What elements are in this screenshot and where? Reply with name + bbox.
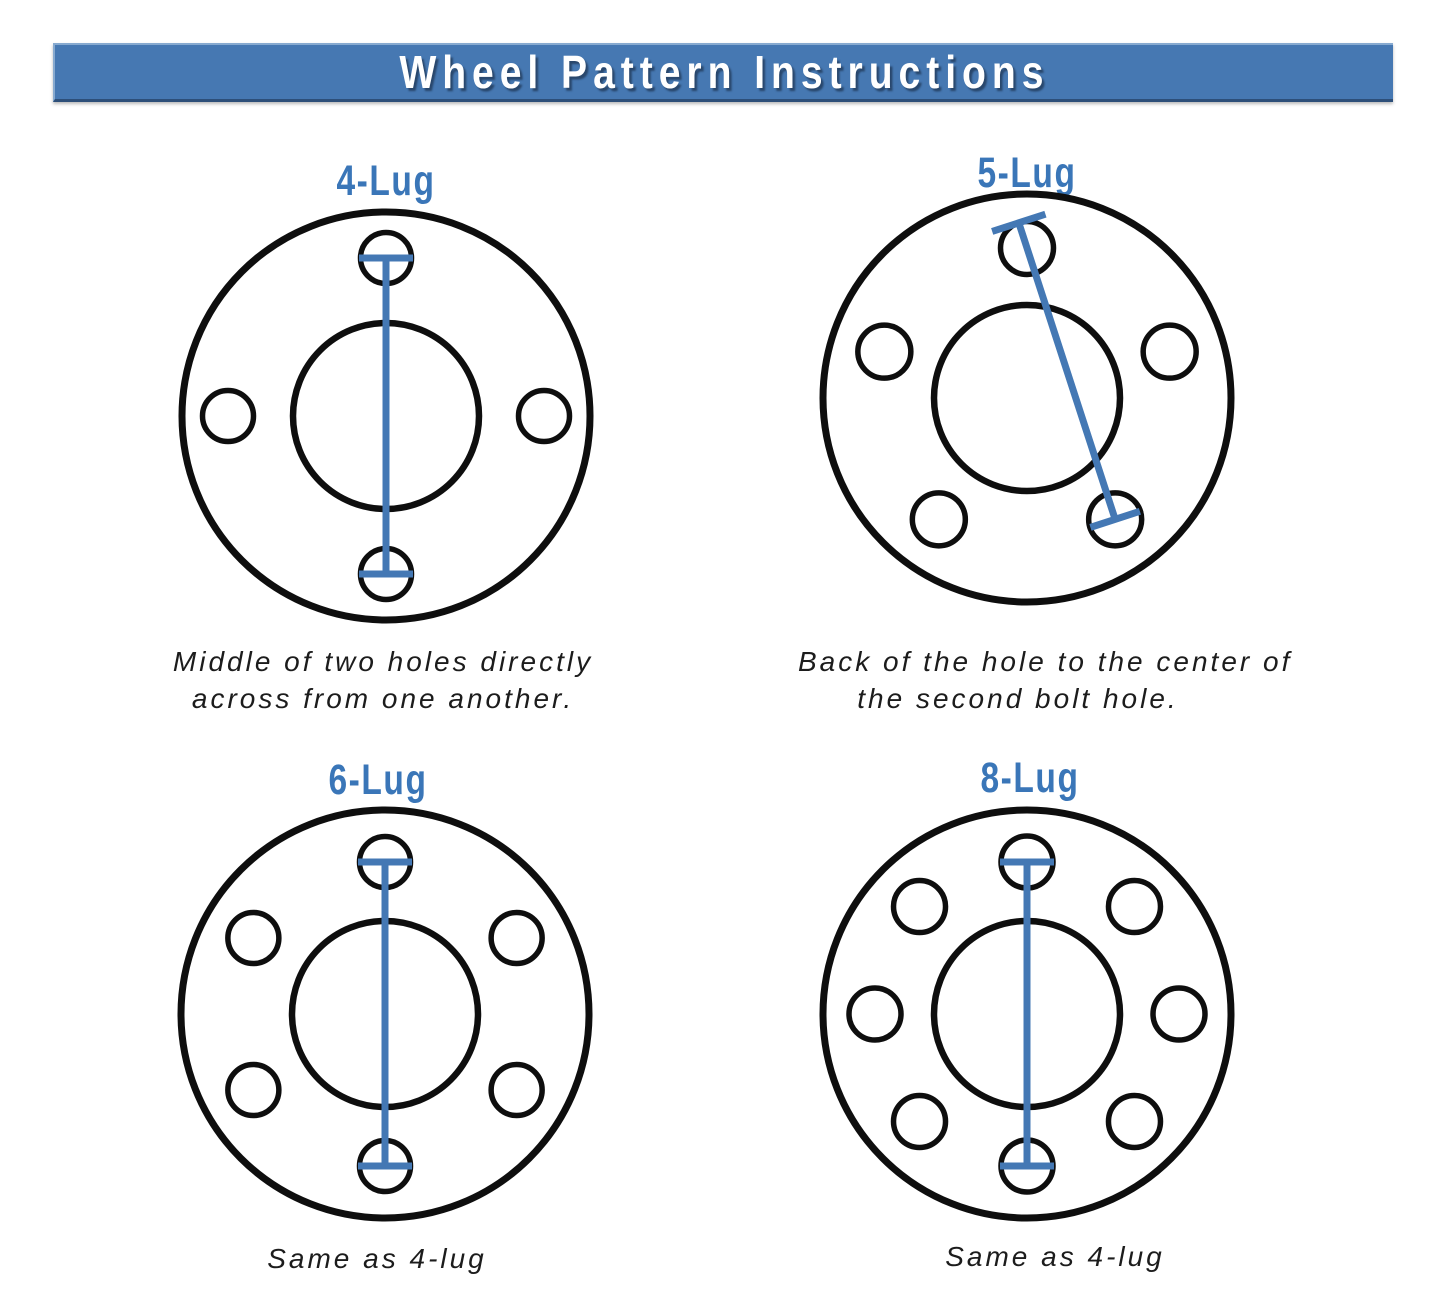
- wheel-outer-circle: [819, 190, 1235, 606]
- wheel-diagram-5-lug: [819, 190, 1235, 606]
- bolt-hole: [225, 909, 282, 967]
- bolt-hole: [890, 1092, 949, 1151]
- bolt-hole: [1085, 490, 1145, 549]
- caption-line: Middle of two holes directly: [172, 646, 594, 677]
- wheel-outer-circle: [819, 806, 1235, 1222]
- wheel-outer-circle: [177, 806, 593, 1222]
- title-bar: Wheel Pattern Instructions: [53, 43, 1393, 102]
- bolt-hole: [1140, 322, 1199, 381]
- measure-endbar-top: [991, 210, 1047, 235]
- caption-8-lug: Same as 4-lug: [835, 1238, 1275, 1275]
- wheel-diagram-8-lug: [819, 806, 1235, 1222]
- bolt-hole: [855, 322, 914, 381]
- bolt-hole: [488, 909, 545, 967]
- caption-line: across from one another.: [191, 683, 575, 714]
- lug-label-5: 5-Lug: [977, 149, 1077, 197]
- caption-6-lug: Same as 4-lug: [157, 1240, 597, 1277]
- bolt-hole: [488, 1061, 545, 1119]
- bolt-hole: [846, 985, 904, 1043]
- measure-endbar-bottom: [1089, 507, 1141, 531]
- lug-label-4: 4-Lug: [336, 157, 436, 205]
- wheel-diagram-4-lug: [178, 208, 594, 624]
- caption-5-lug: Back of the hole to the center of the sec…: [798, 643, 1293, 717]
- wheel-outer-circle: [178, 208, 594, 624]
- caption-line: the second bolt hole.: [857, 683, 1179, 714]
- caption-4-lug: Middle of two holes directly across from …: [163, 643, 603, 717]
- bolt-hole: [1105, 877, 1164, 936]
- bolt-hole: [1105, 1092, 1164, 1151]
- measure-line: [1015, 221, 1119, 521]
- lug-label-6: 6-Lug: [328, 756, 428, 804]
- bolt-hole: [225, 1061, 282, 1119]
- wheel-diagram-6-lug: [177, 806, 593, 1222]
- bolt-hole: [199, 387, 257, 445]
- bolt-hole: [515, 387, 573, 445]
- lug-label-8: 8-Lug: [980, 754, 1080, 802]
- caption-line: Same as 4-lug: [267, 1243, 487, 1274]
- caption-line: Same as 4-lug: [945, 1241, 1165, 1272]
- caption-line: Back of the hole to the center of: [798, 646, 1293, 677]
- page-title: Wheel Pattern Instructions: [398, 46, 1050, 98]
- hub-bore-circle: [930, 301, 1124, 495]
- bolt-hole: [1150, 985, 1208, 1043]
- bolt-hole: [890, 877, 949, 936]
- bolt-hole: [909, 490, 969, 549]
